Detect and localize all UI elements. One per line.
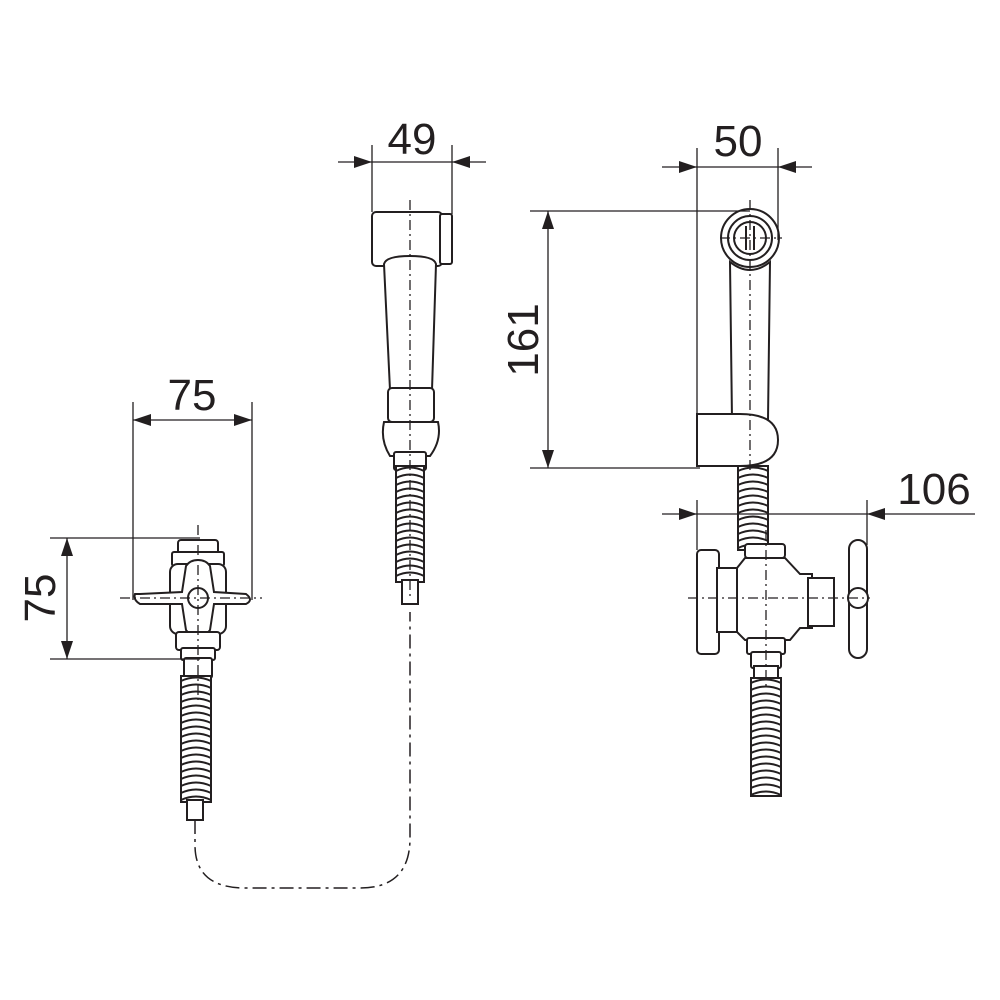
hose-winding xyxy=(750,720,782,726)
hose-winding xyxy=(750,699,782,705)
valve-front-view xyxy=(120,525,262,821)
hose-winding xyxy=(180,753,212,759)
hose-winding xyxy=(737,480,769,486)
hose-winding xyxy=(395,529,425,535)
hose-winding xyxy=(180,683,212,689)
hose-winding xyxy=(750,713,782,719)
dimension-label-spray-side-width: 49 xyxy=(388,115,437,164)
dimension-49: 49 xyxy=(338,115,486,214)
hose-winding xyxy=(180,774,212,780)
hose-winding xyxy=(750,790,782,796)
valve-side-view xyxy=(688,200,870,797)
hose-winding xyxy=(395,571,425,577)
dimension-label-valve-projection: 106 xyxy=(897,465,970,514)
hose-winding xyxy=(180,781,212,787)
hose-winding xyxy=(395,550,425,556)
hose-winding xyxy=(750,748,782,754)
hose-winding xyxy=(180,760,212,766)
dimension-label-valve-height: 75 xyxy=(16,574,65,623)
hose-winding xyxy=(180,746,212,752)
dimension-161: 161 xyxy=(499,210,750,469)
hose-winding xyxy=(750,741,782,747)
hose-winding xyxy=(180,704,212,710)
valve-hose-coil xyxy=(180,675,212,803)
hose-winding xyxy=(737,494,769,500)
connecting-hose-dashed xyxy=(194,612,411,889)
hose-winding xyxy=(750,769,782,775)
hose-winding xyxy=(737,487,769,493)
dimension-75-horizontal: 75 xyxy=(132,371,253,600)
hose-winding xyxy=(180,676,212,682)
hose-winding xyxy=(180,767,212,773)
hose-winding xyxy=(737,466,769,472)
dimension-50: 50 xyxy=(662,117,812,430)
hose-winding xyxy=(750,783,782,789)
hose-winding xyxy=(750,685,782,691)
spray-front-hose-coil xyxy=(737,465,769,551)
hose-winding xyxy=(180,690,212,696)
hose-winding xyxy=(737,501,769,507)
hose-winding xyxy=(180,795,212,801)
hose-winding xyxy=(750,706,782,712)
hose-winding xyxy=(180,697,212,703)
hose-winding xyxy=(750,692,782,698)
hose-winding xyxy=(180,732,212,738)
spray-side-view xyxy=(371,200,453,605)
hose-winding xyxy=(750,776,782,782)
hose-winding xyxy=(395,536,425,542)
hose-winding xyxy=(750,755,782,761)
hose-winding xyxy=(737,515,769,521)
dimension-label-holder-height: 161 xyxy=(499,303,548,376)
hose-winding xyxy=(737,522,769,528)
hose-winding xyxy=(395,515,425,521)
hose-winding xyxy=(737,508,769,514)
hose-winding xyxy=(180,739,212,745)
spray-front-view xyxy=(696,208,780,551)
dimension-75-vertical: 75 xyxy=(16,537,200,660)
hose-winding xyxy=(180,718,212,724)
hose-winding xyxy=(750,734,782,740)
hose-winding xyxy=(180,788,212,794)
hose-winding xyxy=(737,473,769,479)
hose-winding xyxy=(750,727,782,733)
hose-winding xyxy=(180,725,212,731)
dimension-106: 106 xyxy=(662,465,975,550)
hose-winding xyxy=(395,557,425,563)
hose-winding xyxy=(180,711,212,717)
valve-side-hose-coil xyxy=(750,677,782,797)
hose-winding xyxy=(750,762,782,768)
dimension-label-spray-front-width: 50 xyxy=(714,117,763,166)
dimension-label-valve-width: 75 xyxy=(168,371,217,420)
